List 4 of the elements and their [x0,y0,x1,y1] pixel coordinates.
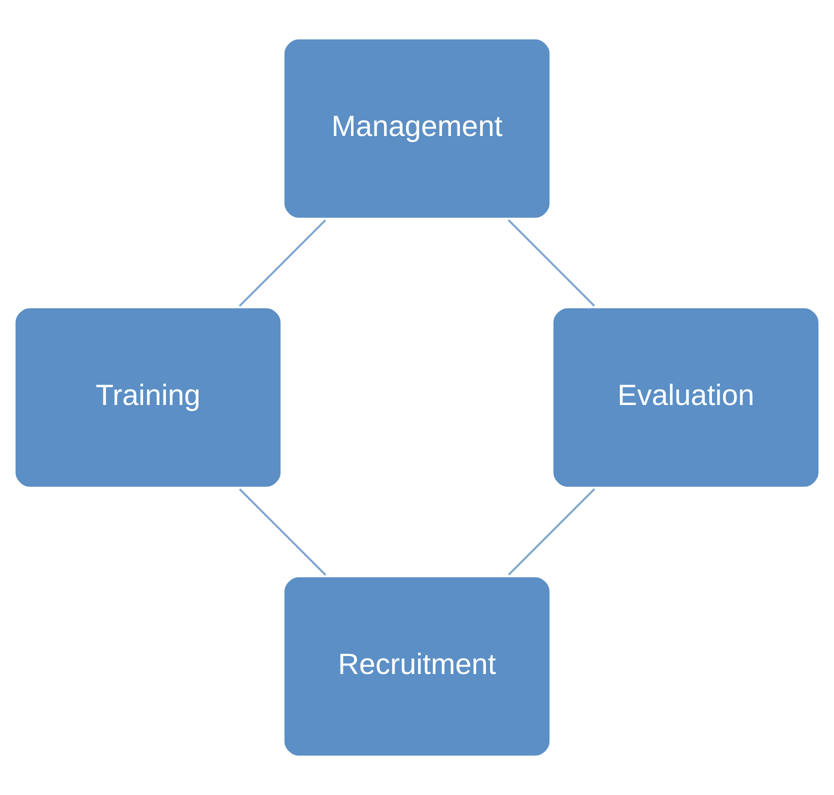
connector [238,488,326,576]
connector [238,219,326,307]
connector [508,219,596,307]
connector [508,488,596,576]
